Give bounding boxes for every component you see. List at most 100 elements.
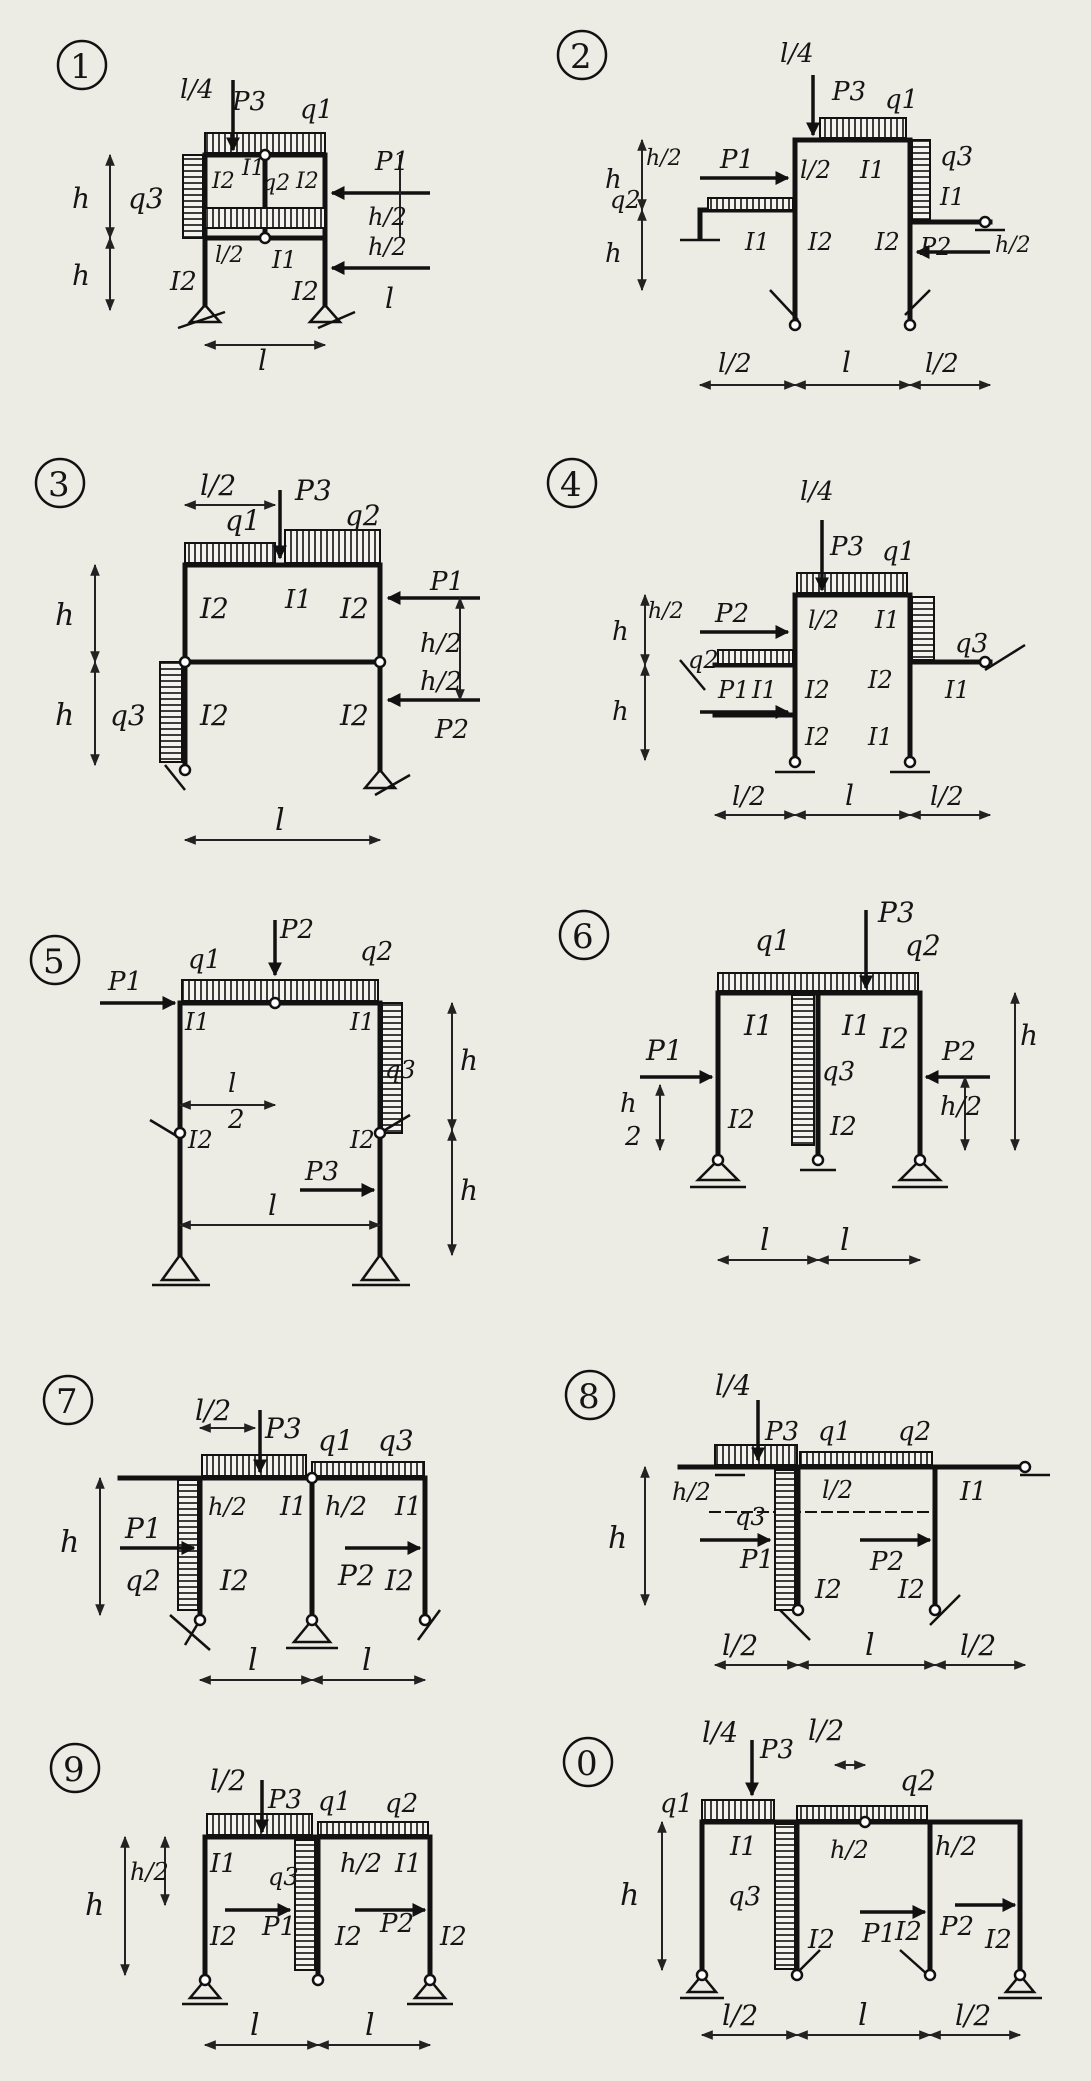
diagram-label: l/2 [722, 1629, 758, 1662]
diagram-label: 2 [570, 37, 592, 77]
diagram-label: I2 [211, 169, 235, 194]
pin-supports [177, 303, 356, 330]
diagram-label: I1 [271, 246, 297, 274]
panel-number: 8 [564, 1369, 616, 1421]
diagram-label: h/2 [672, 1478, 711, 1506]
diagram-label: l [362, 1643, 372, 1678]
diagram-label: l [865, 1628, 875, 1663]
panel-number: 7 [42, 1374, 94, 1426]
diagram-label: I2 [894, 1917, 922, 1947]
diagram-label: q3 [735, 1503, 766, 1531]
force-arrows [226, 80, 430, 275]
diagram-label: l/2 [200, 469, 236, 502]
diagram-label: P1 [124, 1512, 162, 1545]
diagram-label: I1 [841, 1009, 871, 1042]
panel-number: 2 [556, 29, 608, 81]
diagram-label: 4 [560, 465, 582, 505]
diagram-label: l [845, 779, 854, 812]
diagram-label: I2 [339, 592, 369, 625]
diagram-label: I2 [807, 228, 833, 256]
diagram-label: h/2 [995, 233, 1031, 258]
diagram-label: l/4 [180, 75, 214, 105]
diagram-label: P2 [939, 1912, 974, 1942]
diagram-label: h [608, 1521, 627, 1556]
hinge [173, 1126, 187, 1140]
diagram-label: q1 [660, 1789, 693, 1819]
dimension-lines [640, 593, 992, 820]
diagram-label: I2 [867, 666, 893, 694]
diagram-label: 8 [578, 1377, 600, 1417]
diagram-label: P1 [717, 676, 749, 704]
supports [182, 1978, 453, 2006]
diagram-label: h/2 [420, 629, 462, 659]
frame-members [202, 1834, 433, 1983]
diagram-label: q1 [755, 924, 791, 957]
diagram-label: l/4 [702, 1716, 738, 1749]
diagram-label: l [842, 346, 851, 379]
distributed-load-q3 [911, 139, 931, 221]
distributed-load-q1 [819, 117, 907, 139]
diagram-label: P3 [294, 474, 332, 507]
force-arrows [700, 1400, 932, 1547]
diagram-label: P1 [374, 147, 409, 177]
hinge [258, 231, 272, 245]
frame-panel-2: 2 [556, 29, 1031, 390]
diagram-label: q3 [822, 1057, 855, 1087]
hinge [1018, 1460, 1032, 1474]
frame-members [715, 990, 923, 1163]
force-arrows [700, 520, 829, 719]
distributed-load-q1 [796, 572, 908, 594]
diagram-label: I1 [729, 1832, 757, 1862]
dimension-lines [95, 1423, 427, 1685]
frame-members [117, 1475, 428, 1623]
diagram-label: P1 [261, 1912, 296, 1942]
hinge [178, 655, 192, 669]
diagram-label: I1 [209, 1849, 237, 1879]
hinge [198, 1973, 212, 1987]
diagram-label: 0 [576, 1744, 598, 1784]
diagram-label: I1 [394, 1849, 422, 1879]
diagram-label: l [858, 1998, 868, 2033]
diagram-label: h [72, 259, 90, 292]
panel-labels: q1 P2 q2 P1 I1 I1 h q3 l 2 I2 I2 P3 h l [107, 915, 478, 1222]
diagram-label: I2 [874, 228, 900, 256]
diagram-label: h/2 [646, 146, 682, 171]
diagram-label: l [275, 803, 285, 838]
diagram-label: l/2 [808, 606, 839, 634]
panel-number: 5 [29, 934, 81, 986]
diagram-label: P3 [877, 896, 915, 929]
diagram-label: P2 [714, 599, 749, 629]
panel-labels: q1 P3 q2 h P1 I1 I1 I2 q3 P2 h 2 I2 I2 h… [620, 896, 1038, 1258]
distributed-load-q3 [182, 154, 204, 239]
hinge [1013, 1968, 1027, 1982]
diagram-label: q1 [188, 945, 221, 975]
diagram-label: I2 [804, 723, 830, 751]
diagram-label: h/2 [648, 599, 684, 624]
diagram-label: I1 [744, 228, 770, 256]
diagram-label: h/2 [130, 1858, 169, 1886]
diagram-label: I2 [291, 277, 319, 307]
frame-panel-5: 5 q1 P2 q [29, 915, 478, 1287]
dimension-lines [90, 500, 465, 845]
diagram-label: q1 [818, 1417, 851, 1447]
diagram-label: l/2 [930, 782, 964, 812]
hinge [305, 1471, 319, 1485]
diagram-label: q1 [300, 95, 333, 125]
distributed-load-q2 [717, 649, 794, 665]
distributed-load-q1 [201, 1454, 307, 1477]
diagram-label: 3 [48, 465, 70, 505]
diagram-label: q3 [378, 1424, 414, 1457]
hinge [811, 1153, 825, 1167]
hinge [178, 763, 192, 777]
diagram-label: 6 [572, 917, 594, 957]
distributed-load-q2 [177, 1479, 199, 1611]
panel-labels: l/4 P3 q1 q2 h/2 l/2 I1 h q3 P1 P2 I2 I2… [608, 1369, 996, 1663]
diagram-label: I2 [187, 1126, 213, 1154]
hinge [695, 1968, 709, 1982]
hinge [788, 318, 802, 332]
distributed-load-q2 [707, 197, 794, 211]
diagram-label: P3 [829, 532, 864, 562]
diagram-label: I1 [743, 1009, 773, 1042]
diagram-label: I2 [339, 699, 369, 732]
diagram-label: P3 [831, 77, 866, 107]
